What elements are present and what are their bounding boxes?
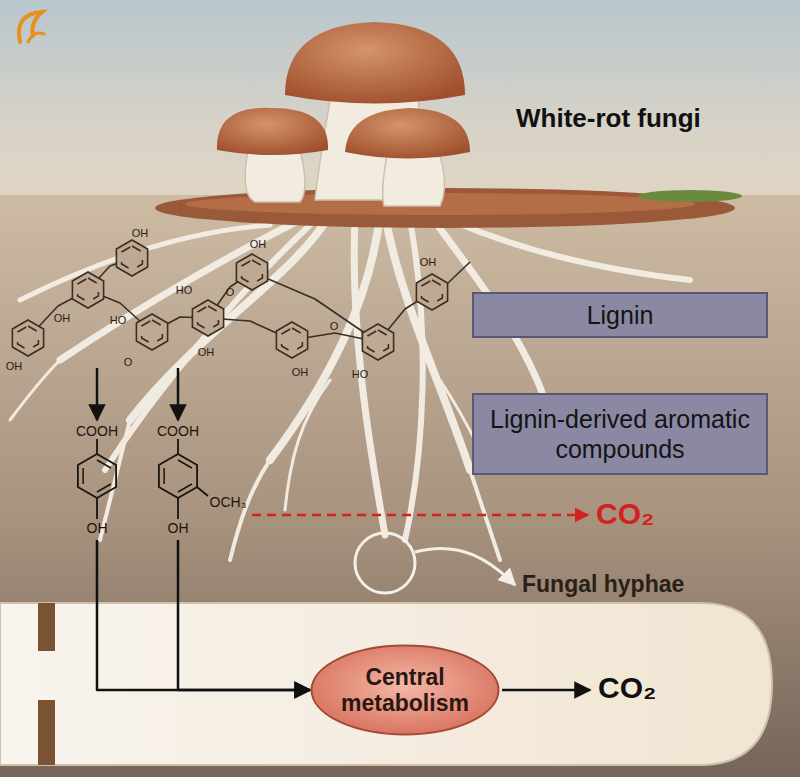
co2-label: CO₂ [598,671,656,705]
chemical-label: OH [420,256,437,268]
chemical-group: COOH [157,423,199,439]
flow-arrow [97,540,310,690]
chemical-label: OH [6,360,23,372]
lignin-box: Lignin [472,292,768,338]
chemical-label: HO [176,284,193,296]
chemical-label: O [124,356,133,368]
chemical-label: OH [198,346,215,358]
chemical-label: HO [352,368,369,380]
chemical-group: COOH [76,423,118,439]
chemical-group: OH [87,520,108,536]
box-label: Lignin [587,300,654,330]
chemical-label: OH [54,312,71,324]
chemical-label: OH [250,238,267,250]
flow-arrow [178,540,310,690]
callout-label: Fungal hyphae [522,571,684,598]
hydroxybenzoic-molecule: COOH OH [61,424,133,538]
benzene-ring [142,424,252,538]
process-label: Central metabolism [335,664,475,716]
chemical-label: O [226,286,235,298]
text-wrap: Central metabolism [310,644,500,736]
co2-label: CO₂ [596,497,654,531]
chemical-label: OH [292,366,309,378]
chemical-label: HO [110,314,127,326]
vanillic-molecule: COOH OCH₃ OH [142,424,252,538]
metabolism-ellipse: Central metabolism [310,644,500,736]
compound-box: Lignin-derived aromatic compounds [472,393,768,475]
chemical-group: OCH₃ [210,494,247,510]
title-label: White-rot fungi [516,103,701,134]
chemical-label: OH [132,227,149,239]
chemical-group: OH [168,520,189,536]
chemical-label: O [330,320,339,332]
box-label: Lignin-derived aromatic compounds [474,404,766,464]
